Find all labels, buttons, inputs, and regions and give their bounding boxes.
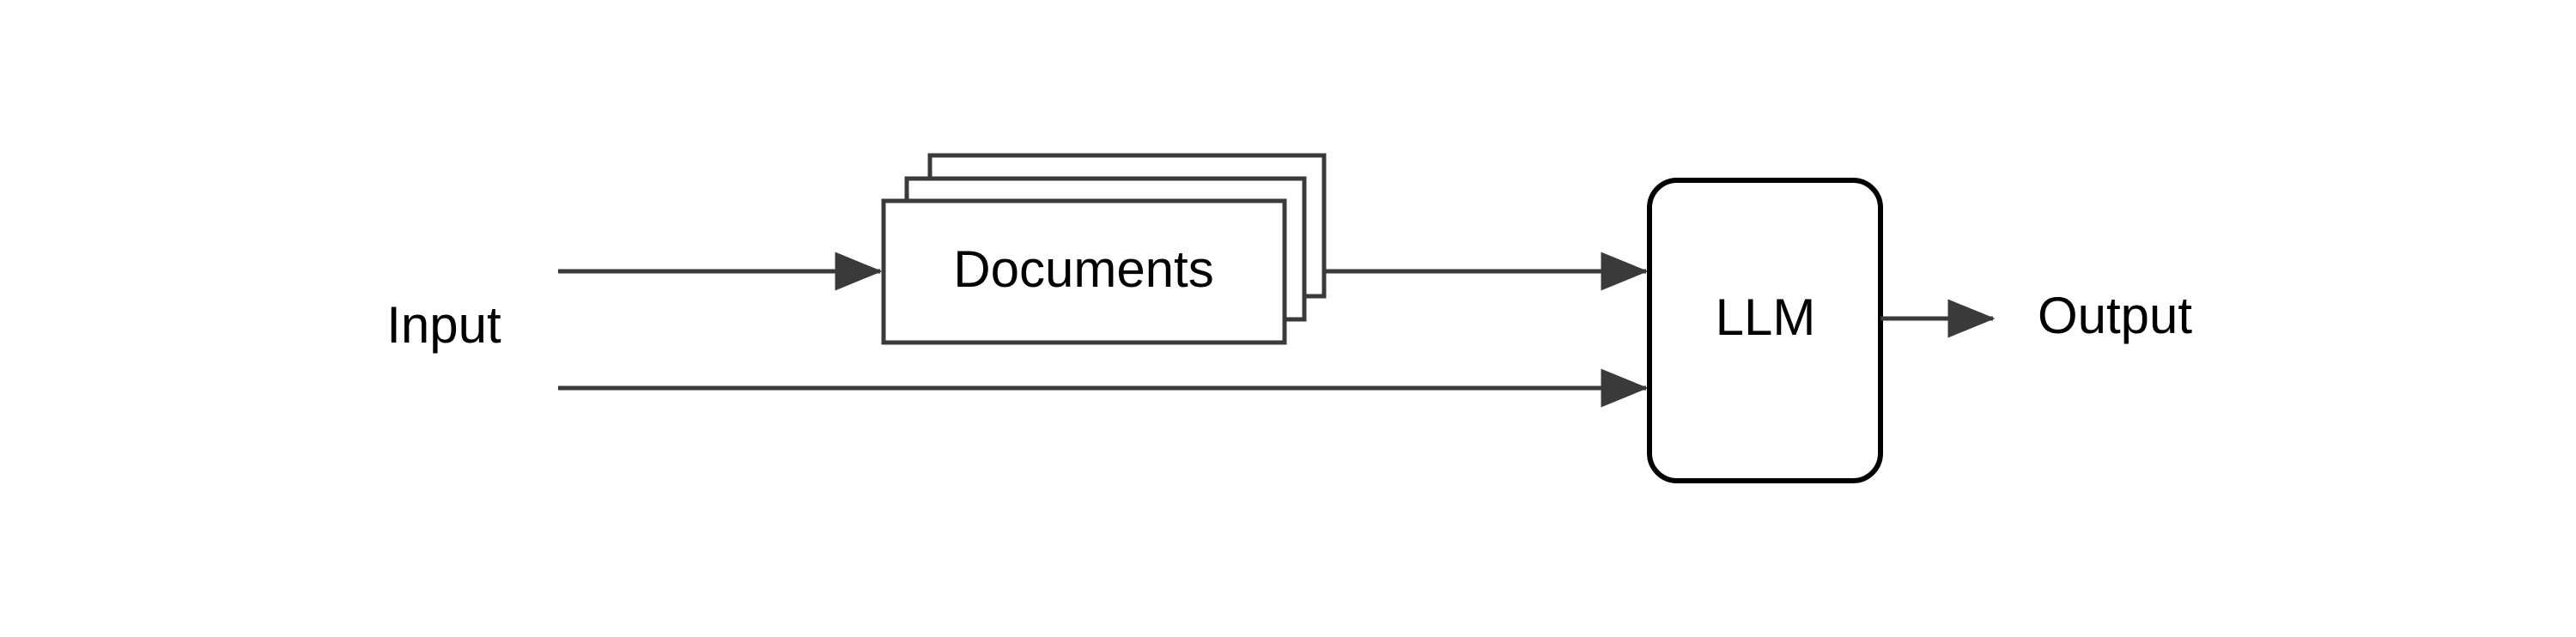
node-llm[interactable]: LLM bbox=[1647, 178, 1883, 483]
llm-label: LLM bbox=[1716, 288, 1816, 346]
input-label: Input bbox=[386, 296, 501, 354]
node-input[interactable]: Input bbox=[386, 296, 501, 354]
documents-label: Documents bbox=[953, 240, 1213, 298]
documents-rect-front bbox=[881, 198, 1287, 345]
output-label: Output bbox=[2038, 287, 2192, 344]
node-output[interactable]: Output bbox=[2038, 287, 2192, 344]
node-documents[interactable]: Documents bbox=[881, 153, 1327, 345]
llm-box bbox=[1647, 178, 1883, 483]
